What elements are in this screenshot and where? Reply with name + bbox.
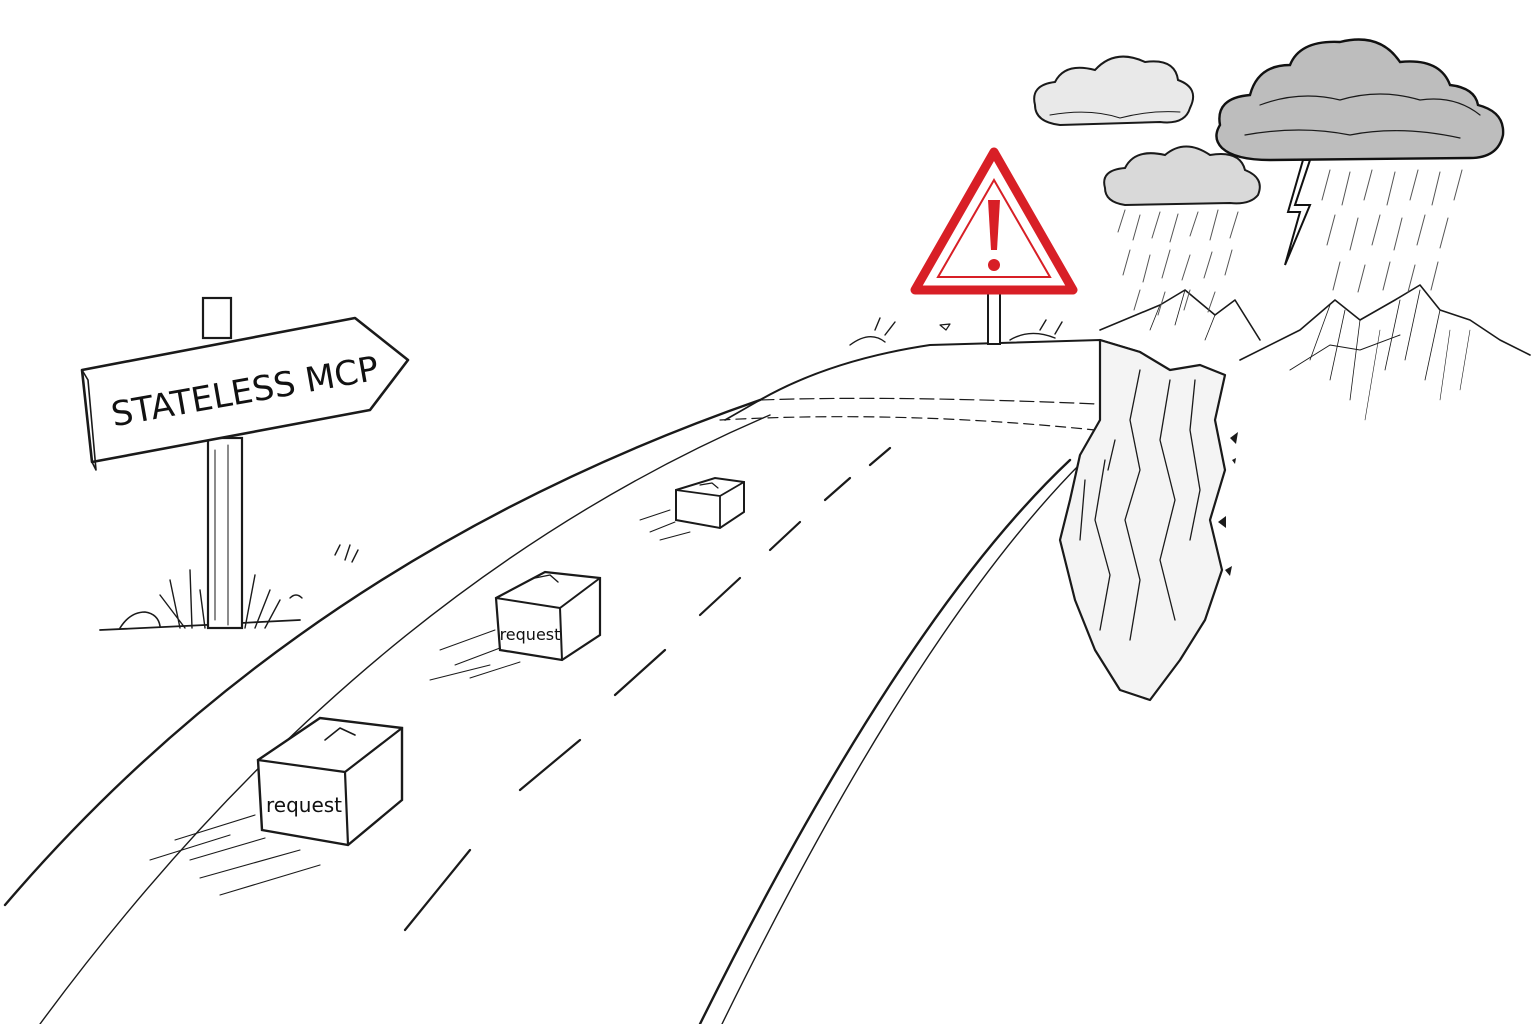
signpost: STATELESS MCP xyxy=(80,296,410,630)
package-middle: request xyxy=(429,570,602,681)
warning-sign xyxy=(910,147,1078,345)
signpost-post xyxy=(206,436,244,630)
package-middle-label: request xyxy=(500,625,561,644)
storm-cloud-icon xyxy=(1215,38,1505,162)
package-near-label: request xyxy=(266,793,342,817)
storm-cloud-middle xyxy=(1103,145,1261,207)
package-near: request xyxy=(149,716,404,896)
cliff xyxy=(1058,338,1238,702)
mountain-range xyxy=(1099,284,1531,421)
warning-triangle-icon xyxy=(910,147,1078,295)
grass-tuft xyxy=(159,569,281,629)
lightning-bolt-icon xyxy=(1284,159,1312,266)
road xyxy=(0,398,1100,1024)
road-plateau xyxy=(719,317,1141,431)
signpost-board xyxy=(80,316,410,464)
storm-cloud-small xyxy=(1033,55,1194,127)
warning-sign-post xyxy=(987,291,1001,345)
package-far xyxy=(639,476,745,541)
rain xyxy=(1117,169,1463,316)
signpost-top-post xyxy=(201,296,233,340)
